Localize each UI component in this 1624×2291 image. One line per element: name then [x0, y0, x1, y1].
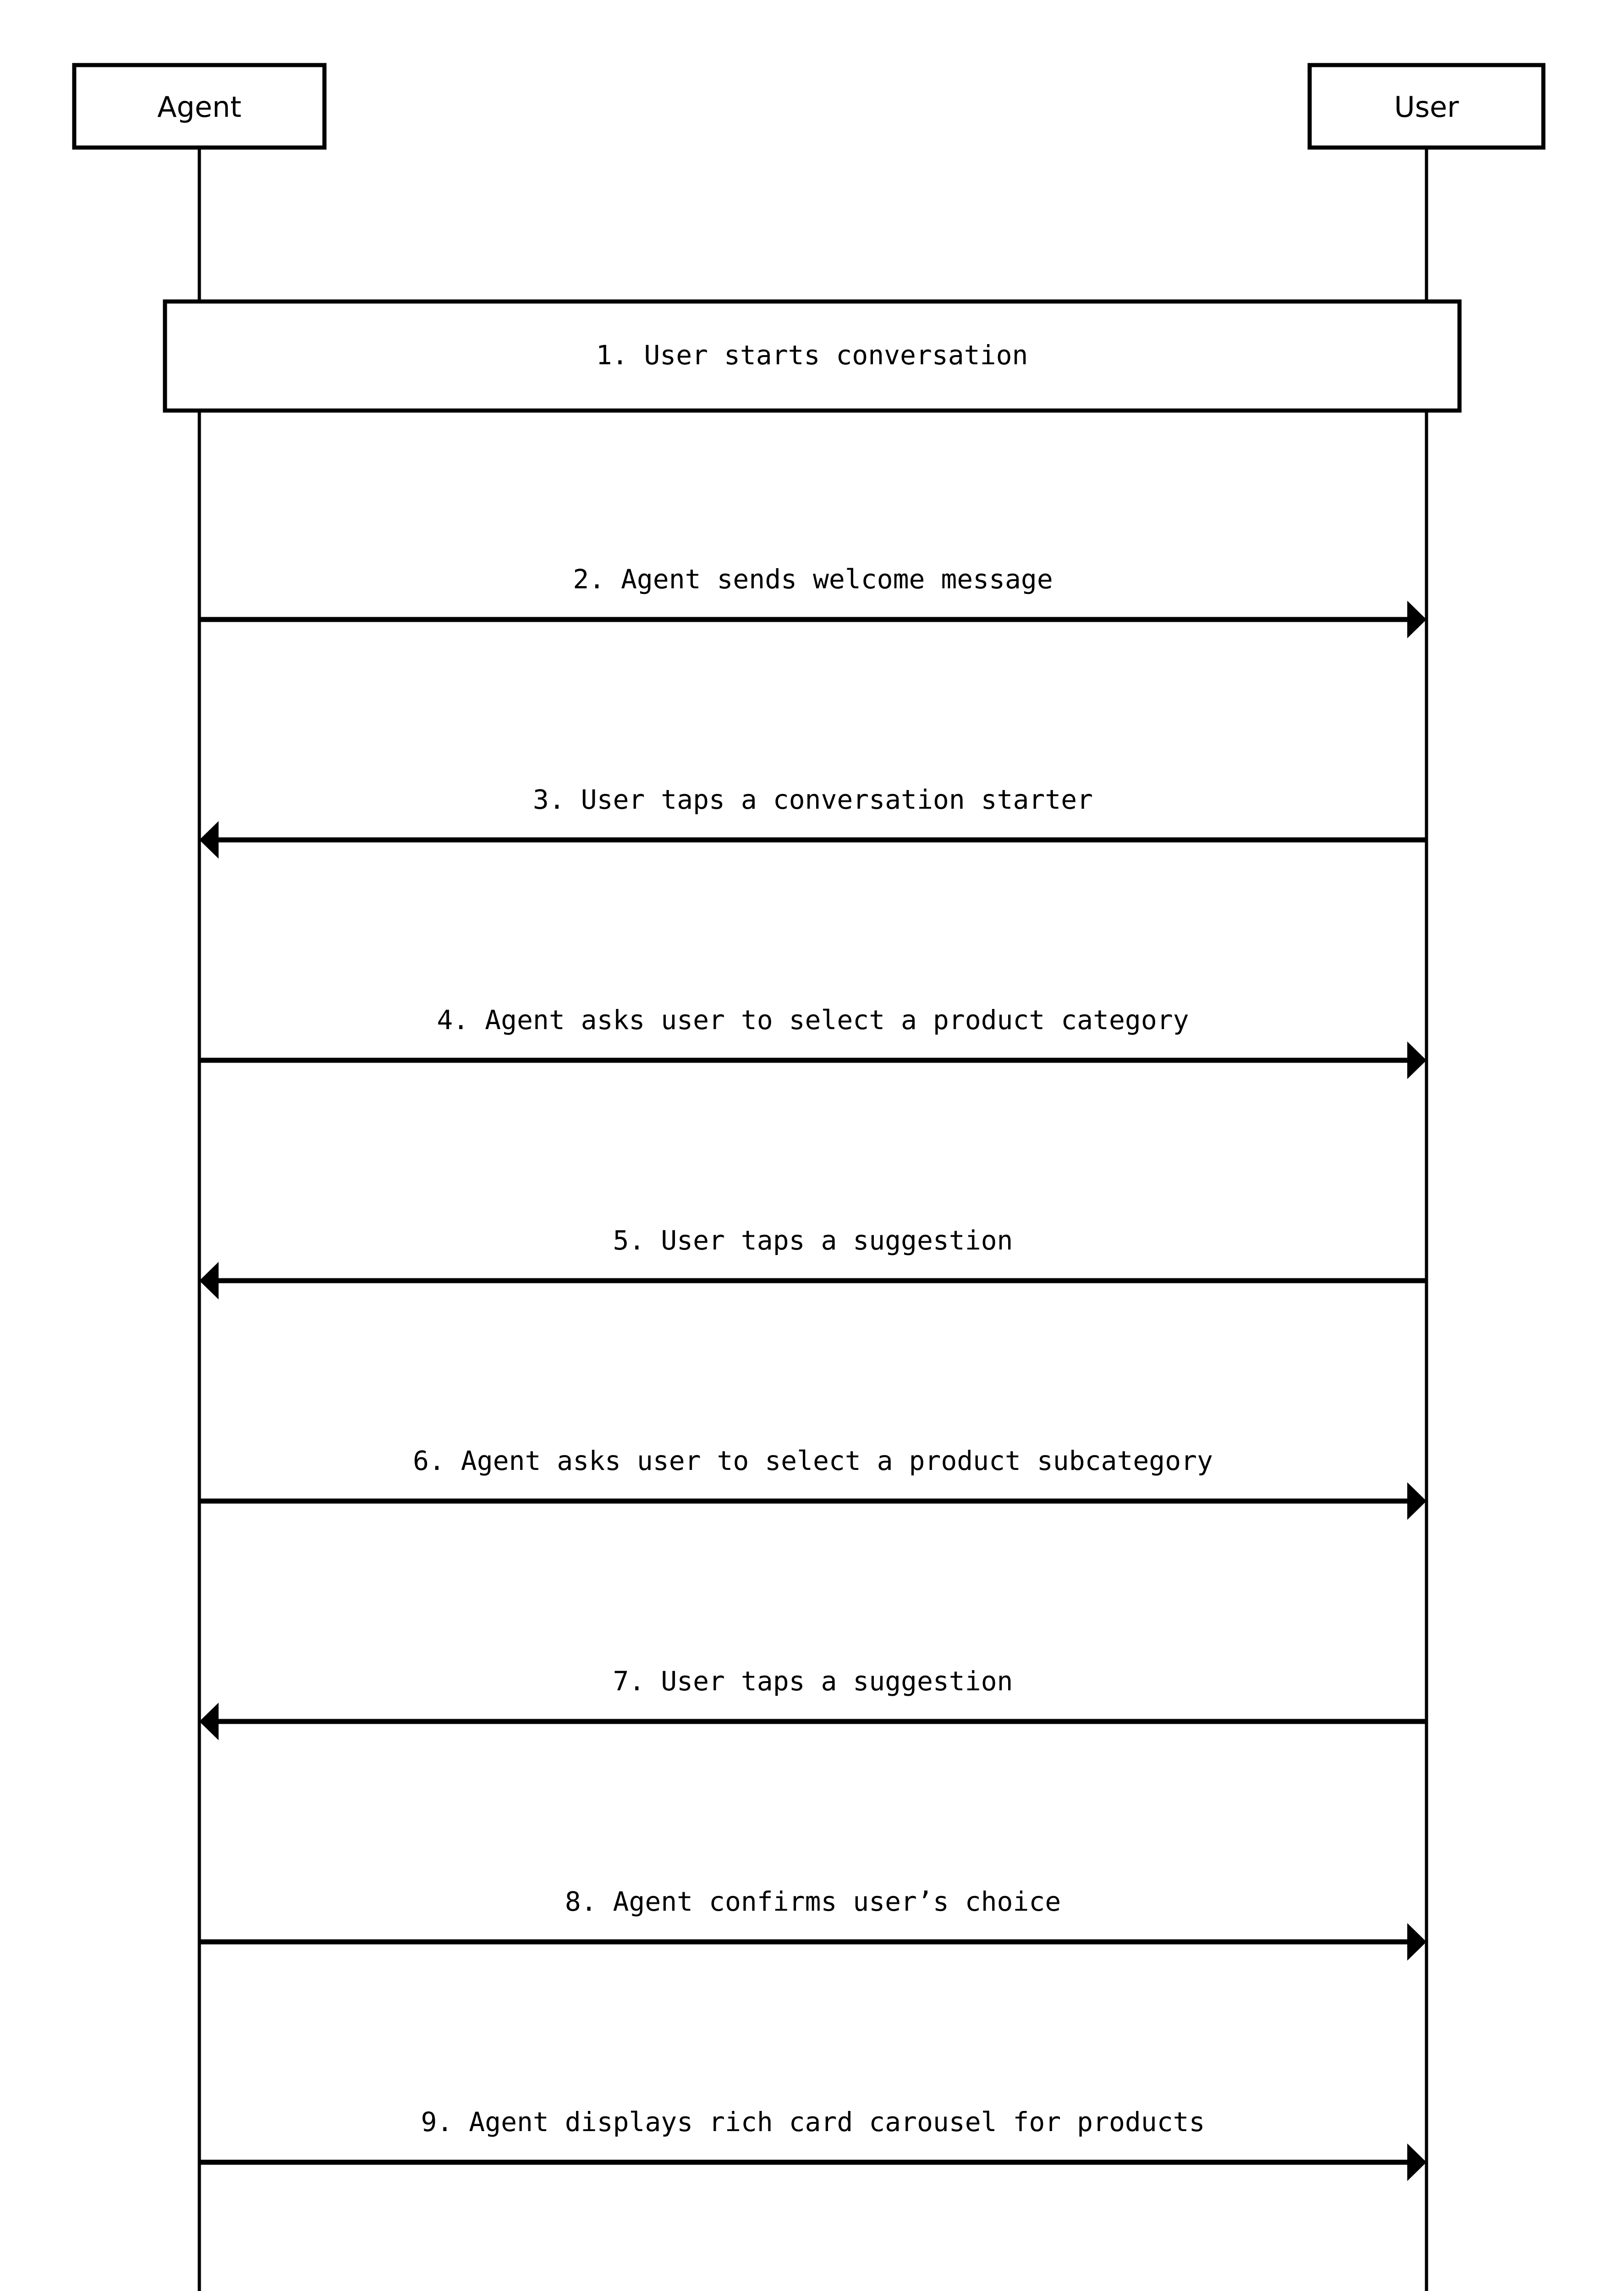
note-label-user-starts-conversation: 1. User starts conversation [596, 340, 1028, 371]
note-box-user-starts-conversation [163, 299, 1462, 413]
arrowhead-left-3 [199, 821, 219, 859]
arrowhead-right-4 [1407, 1041, 1426, 1079]
message-row-8: 8. Agent confirms user’s choice [199, 1886, 1426, 1961]
message-row-6: 6. Agent asks user to select a product s… [199, 1445, 1426, 1520]
message-label-6: 6. Agent asks user to select a product s… [413, 1445, 1213, 1476]
note-step-1: 1. User starts conversation [163, 299, 1462, 413]
message-label-2: 2. Agent sends welcome message [573, 564, 1053, 595]
message-row-2: 2. Agent sends welcome message [199, 564, 1426, 638]
participant-header-user[interactable]: User [1307, 63, 1546, 150]
message-label-4: 4. Agent asks user to select a product c… [437, 1004, 1189, 1036]
arrowhead-right-8 [1407, 1923, 1426, 1961]
messages-group: 2. Agent sends welcome message 3. User ta… [199, 564, 1426, 2181]
message-label-8: 8. Agent confirms user’s choice [565, 1886, 1061, 1917]
message-row-4: 4. Agent asks user to select a product c… [199, 1004, 1426, 1079]
participant-label-agent-top: Agent [157, 90, 241, 124]
message-row-9: 9. Agent displays rich card carousel for… [199, 2106, 1426, 2181]
participant-label-user-top: User [1394, 90, 1459, 124]
arrowhead-left-7 [199, 1703, 219, 1740]
message-row-3: 3. User taps a conversation starter [199, 784, 1426, 859]
message-label-5: 5. User taps a suggestion [613, 1225, 1013, 1256]
lifelines [198, 147, 1428, 2291]
arrowhead-right-6 [1407, 1482, 1426, 1520]
arrowhead-left-5 [199, 1262, 219, 1299]
arrowhead-right-2 [1407, 601, 1426, 638]
participant-header-agent[interactable]: Agent [72, 63, 327, 150]
message-label-3: 3. User taps a conversation starter [533, 784, 1093, 815]
message-label-7: 7. User taps a suggestion [613, 1666, 1013, 1697]
participant-box-user-top[interactable] [1307, 63, 1546, 150]
arrowhead-right-9 [1407, 2143, 1426, 2181]
message-row-7: 7. User taps a suggestion [199, 1666, 1426, 1740]
message-row-5: 5. User taps a suggestion [199, 1225, 1426, 1299]
participant-box-agent-top[interactable] [72, 63, 327, 150]
message-label-9: 9. Agent displays rich card carousel for… [421, 2106, 1205, 2138]
